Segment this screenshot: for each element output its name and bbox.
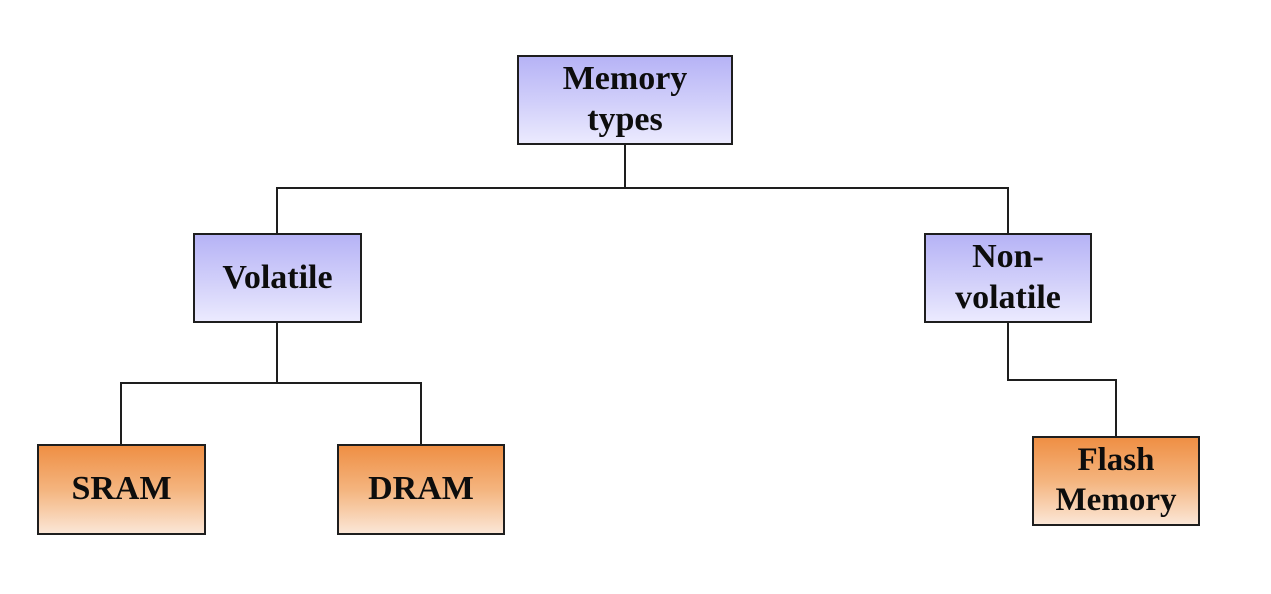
volatile-node: Volatile (193, 233, 362, 323)
connector-volatile-sram-dram (120, 382, 422, 444)
dram-node: DRAM (337, 444, 505, 535)
non-volatile-line-2: volatile (955, 279, 1061, 316)
volatile-label: Volatile (222, 258, 333, 296)
dram-label: DRAM (368, 470, 474, 508)
sram-label: SRAM (71, 470, 172, 508)
connector-root-volatile (276, 187, 1009, 233)
flash-memory-line-2: Memory (1055, 482, 1177, 518)
memory-types-line-2: types (587, 101, 663, 138)
connector-nonvolatile-flash (1007, 323, 1117, 436)
memory-types-line-1: Memory (562, 60, 688, 98)
flash-memory-node: Flash Memory (1032, 436, 1200, 526)
memory-types-node: Memory types (517, 55, 733, 145)
sram-node: SRAM (37, 444, 206, 535)
non-volatile-node: Non- volatile (924, 233, 1092, 323)
flash-memory-line-1: Flash (1077, 442, 1155, 479)
non-volatile-line-1: Non- (972, 238, 1044, 276)
